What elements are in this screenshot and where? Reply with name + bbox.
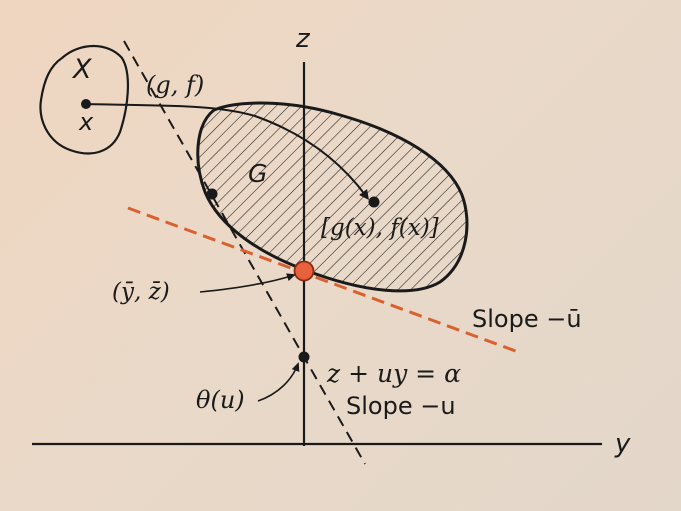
label-axis-z: z xyxy=(295,24,311,54)
set-x-region xyxy=(39,45,130,155)
set-g-region xyxy=(196,101,469,293)
label-point-x: x xyxy=(78,108,94,136)
optimal-point-dot xyxy=(293,260,315,282)
dashed-line-slope-ubar xyxy=(127,206,522,355)
label-set-x: X xyxy=(71,54,92,85)
tangent-point-pointer xyxy=(199,273,296,293)
label-line-equation: z + uy = α xyxy=(326,359,461,388)
label-set-g: G xyxy=(248,159,267,188)
label-map-gf: (g, f) xyxy=(146,71,204,99)
label-slope-ubar: Slope −ū xyxy=(472,305,582,333)
label-axis-y: y xyxy=(614,429,631,459)
label-tangent-point: (ȳ, z̄) xyxy=(112,279,170,305)
label-theta-u: θ(u) xyxy=(196,386,245,414)
theta-pointer xyxy=(257,362,300,402)
label-slope-u: Slope −u xyxy=(346,392,456,420)
point-x-dot xyxy=(81,99,91,109)
theta-intercept-dot xyxy=(298,351,310,363)
mapping-arrow xyxy=(85,103,369,201)
tangent-contact-dot xyxy=(206,188,218,200)
image-point-dot xyxy=(368,196,380,208)
label-image-point: [g(x), f(x)] xyxy=(321,215,439,241)
